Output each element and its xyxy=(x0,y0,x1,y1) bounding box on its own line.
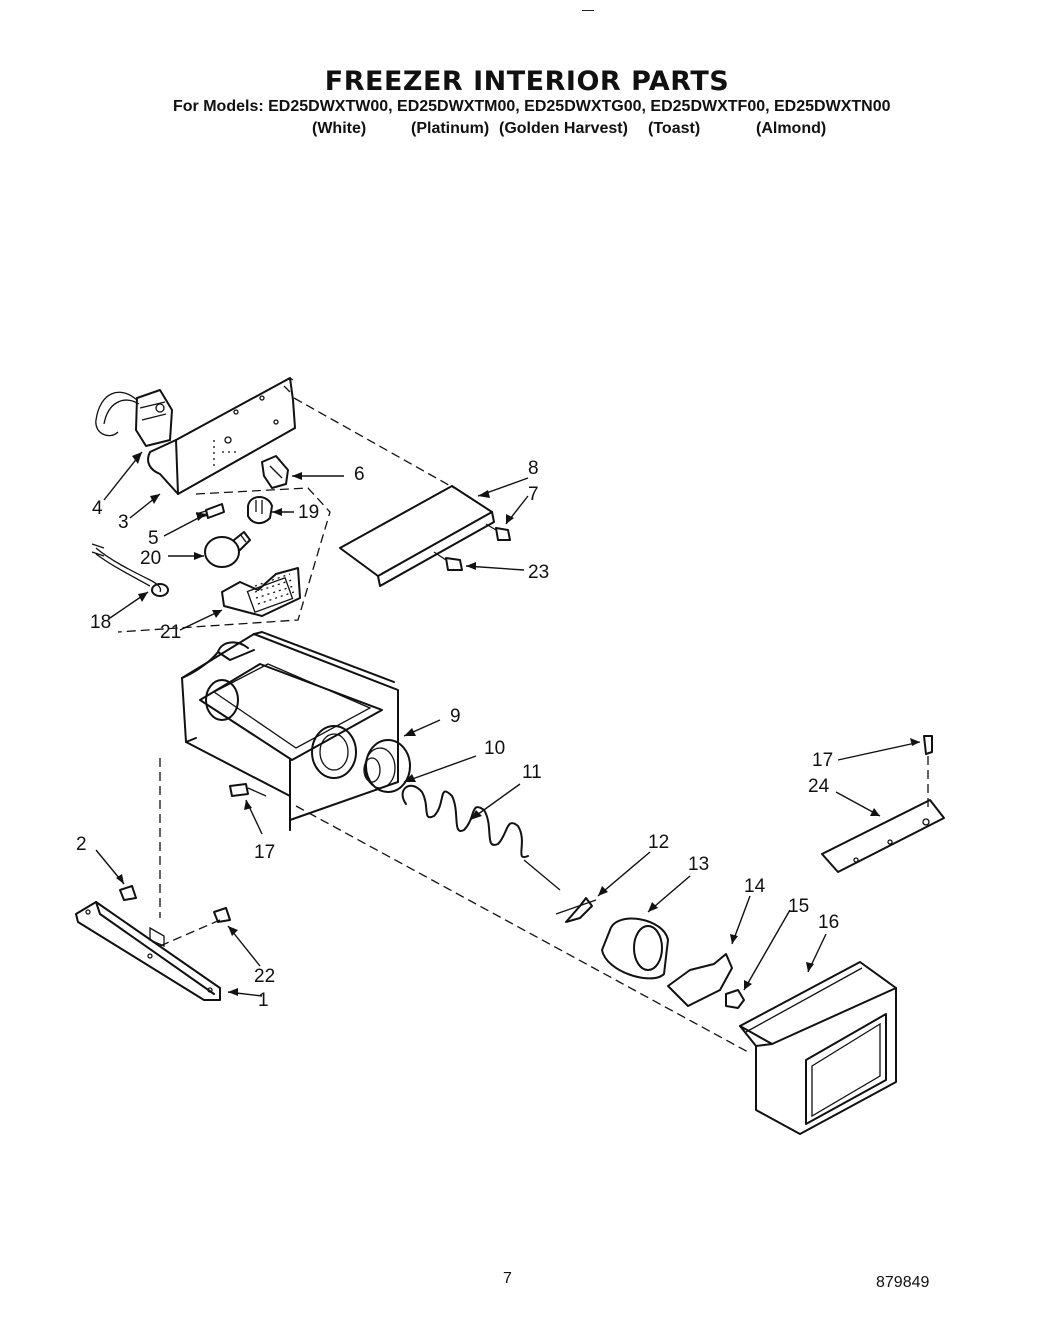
part-16-bezel xyxy=(739,961,897,1135)
part-22-screw xyxy=(159,907,231,947)
guide-line-bin-to-door xyxy=(295,805,749,1053)
document-number: 879849 xyxy=(876,1274,930,1291)
part-12-blade xyxy=(555,897,597,923)
callout-9: 9 xyxy=(450,706,461,727)
guide-line-bracket-to-cover xyxy=(293,397,455,489)
callout-15: 15 xyxy=(788,896,809,917)
callout-7: 7 xyxy=(528,484,539,505)
top-mark xyxy=(582,10,594,11)
callout-17-right: 17 xyxy=(812,750,833,771)
part-18-harness xyxy=(91,543,169,597)
callout-14: 14 xyxy=(744,876,766,897)
part-21-light-shield xyxy=(221,567,301,617)
part-11-auger xyxy=(401,784,561,891)
callout-10: 10 xyxy=(484,738,505,759)
page-title: FREEZER INTERIOR PARTS xyxy=(324,66,730,97)
callout-4: 4 xyxy=(92,498,103,519)
light-assembly-outline xyxy=(117,487,331,633)
color-golden-harvest: (Golden Harvest) xyxy=(499,120,628,137)
part-1-rail xyxy=(75,901,221,1001)
part-23-screw xyxy=(433,551,463,571)
part-14-plate xyxy=(667,953,733,1007)
part-7-screw xyxy=(485,523,511,541)
callout-2: 2 xyxy=(76,834,87,855)
callout-12: 12 xyxy=(648,832,669,853)
color-platinum: (Platinum) xyxy=(411,120,490,137)
part-24-bracket xyxy=(821,799,945,873)
part-15-nut xyxy=(725,989,745,1009)
callout-3: 3 xyxy=(118,512,129,533)
callout-1: 1 xyxy=(258,990,269,1011)
part-13-crusher-housing xyxy=(601,917,669,980)
callout-labels: 1 2 3 4 5 6 7 8 9 10 11 12 13 14 15 16 1… xyxy=(76,458,839,1011)
part-19-socket xyxy=(247,496,273,524)
callout-13: 13 xyxy=(688,854,709,875)
arrowheads xyxy=(116,452,920,996)
callout-21: 21 xyxy=(160,622,181,643)
part-20-bulb xyxy=(204,531,251,568)
color-toast: (Toast) xyxy=(648,120,701,137)
callout-11: 11 xyxy=(522,762,542,783)
part-4-switch xyxy=(95,389,173,447)
callout-16: 16 xyxy=(818,912,839,933)
callout-6: 6 xyxy=(354,464,365,485)
color-white: (White) xyxy=(312,120,367,137)
callout-17-left: 17 xyxy=(254,842,275,863)
part-17-screw-left xyxy=(229,783,267,797)
part-6-clip xyxy=(261,455,289,489)
callout-23: 23 xyxy=(528,562,549,583)
callout-20: 20 xyxy=(140,548,161,569)
models-line: For Models: ED25DWXTW00, ED25DWXTM00, ED… xyxy=(173,98,891,115)
part-10-bearing xyxy=(363,739,411,793)
part-8-cover xyxy=(339,485,495,587)
callout-22: 22 xyxy=(254,966,275,987)
callout-18: 18 xyxy=(90,612,111,633)
page-number: 7 xyxy=(503,1270,512,1287)
callout-5: 5 xyxy=(148,528,159,549)
callout-19: 19 xyxy=(298,502,319,523)
callout-24: 24 xyxy=(808,776,830,797)
part-3-bracket xyxy=(147,377,296,495)
part-2-screw xyxy=(119,885,137,901)
part-17-screw-right xyxy=(923,735,933,810)
callout-8: 8 xyxy=(528,458,539,479)
part-9-ice-bin xyxy=(181,631,399,831)
color-almond: (Almond) xyxy=(756,120,827,137)
